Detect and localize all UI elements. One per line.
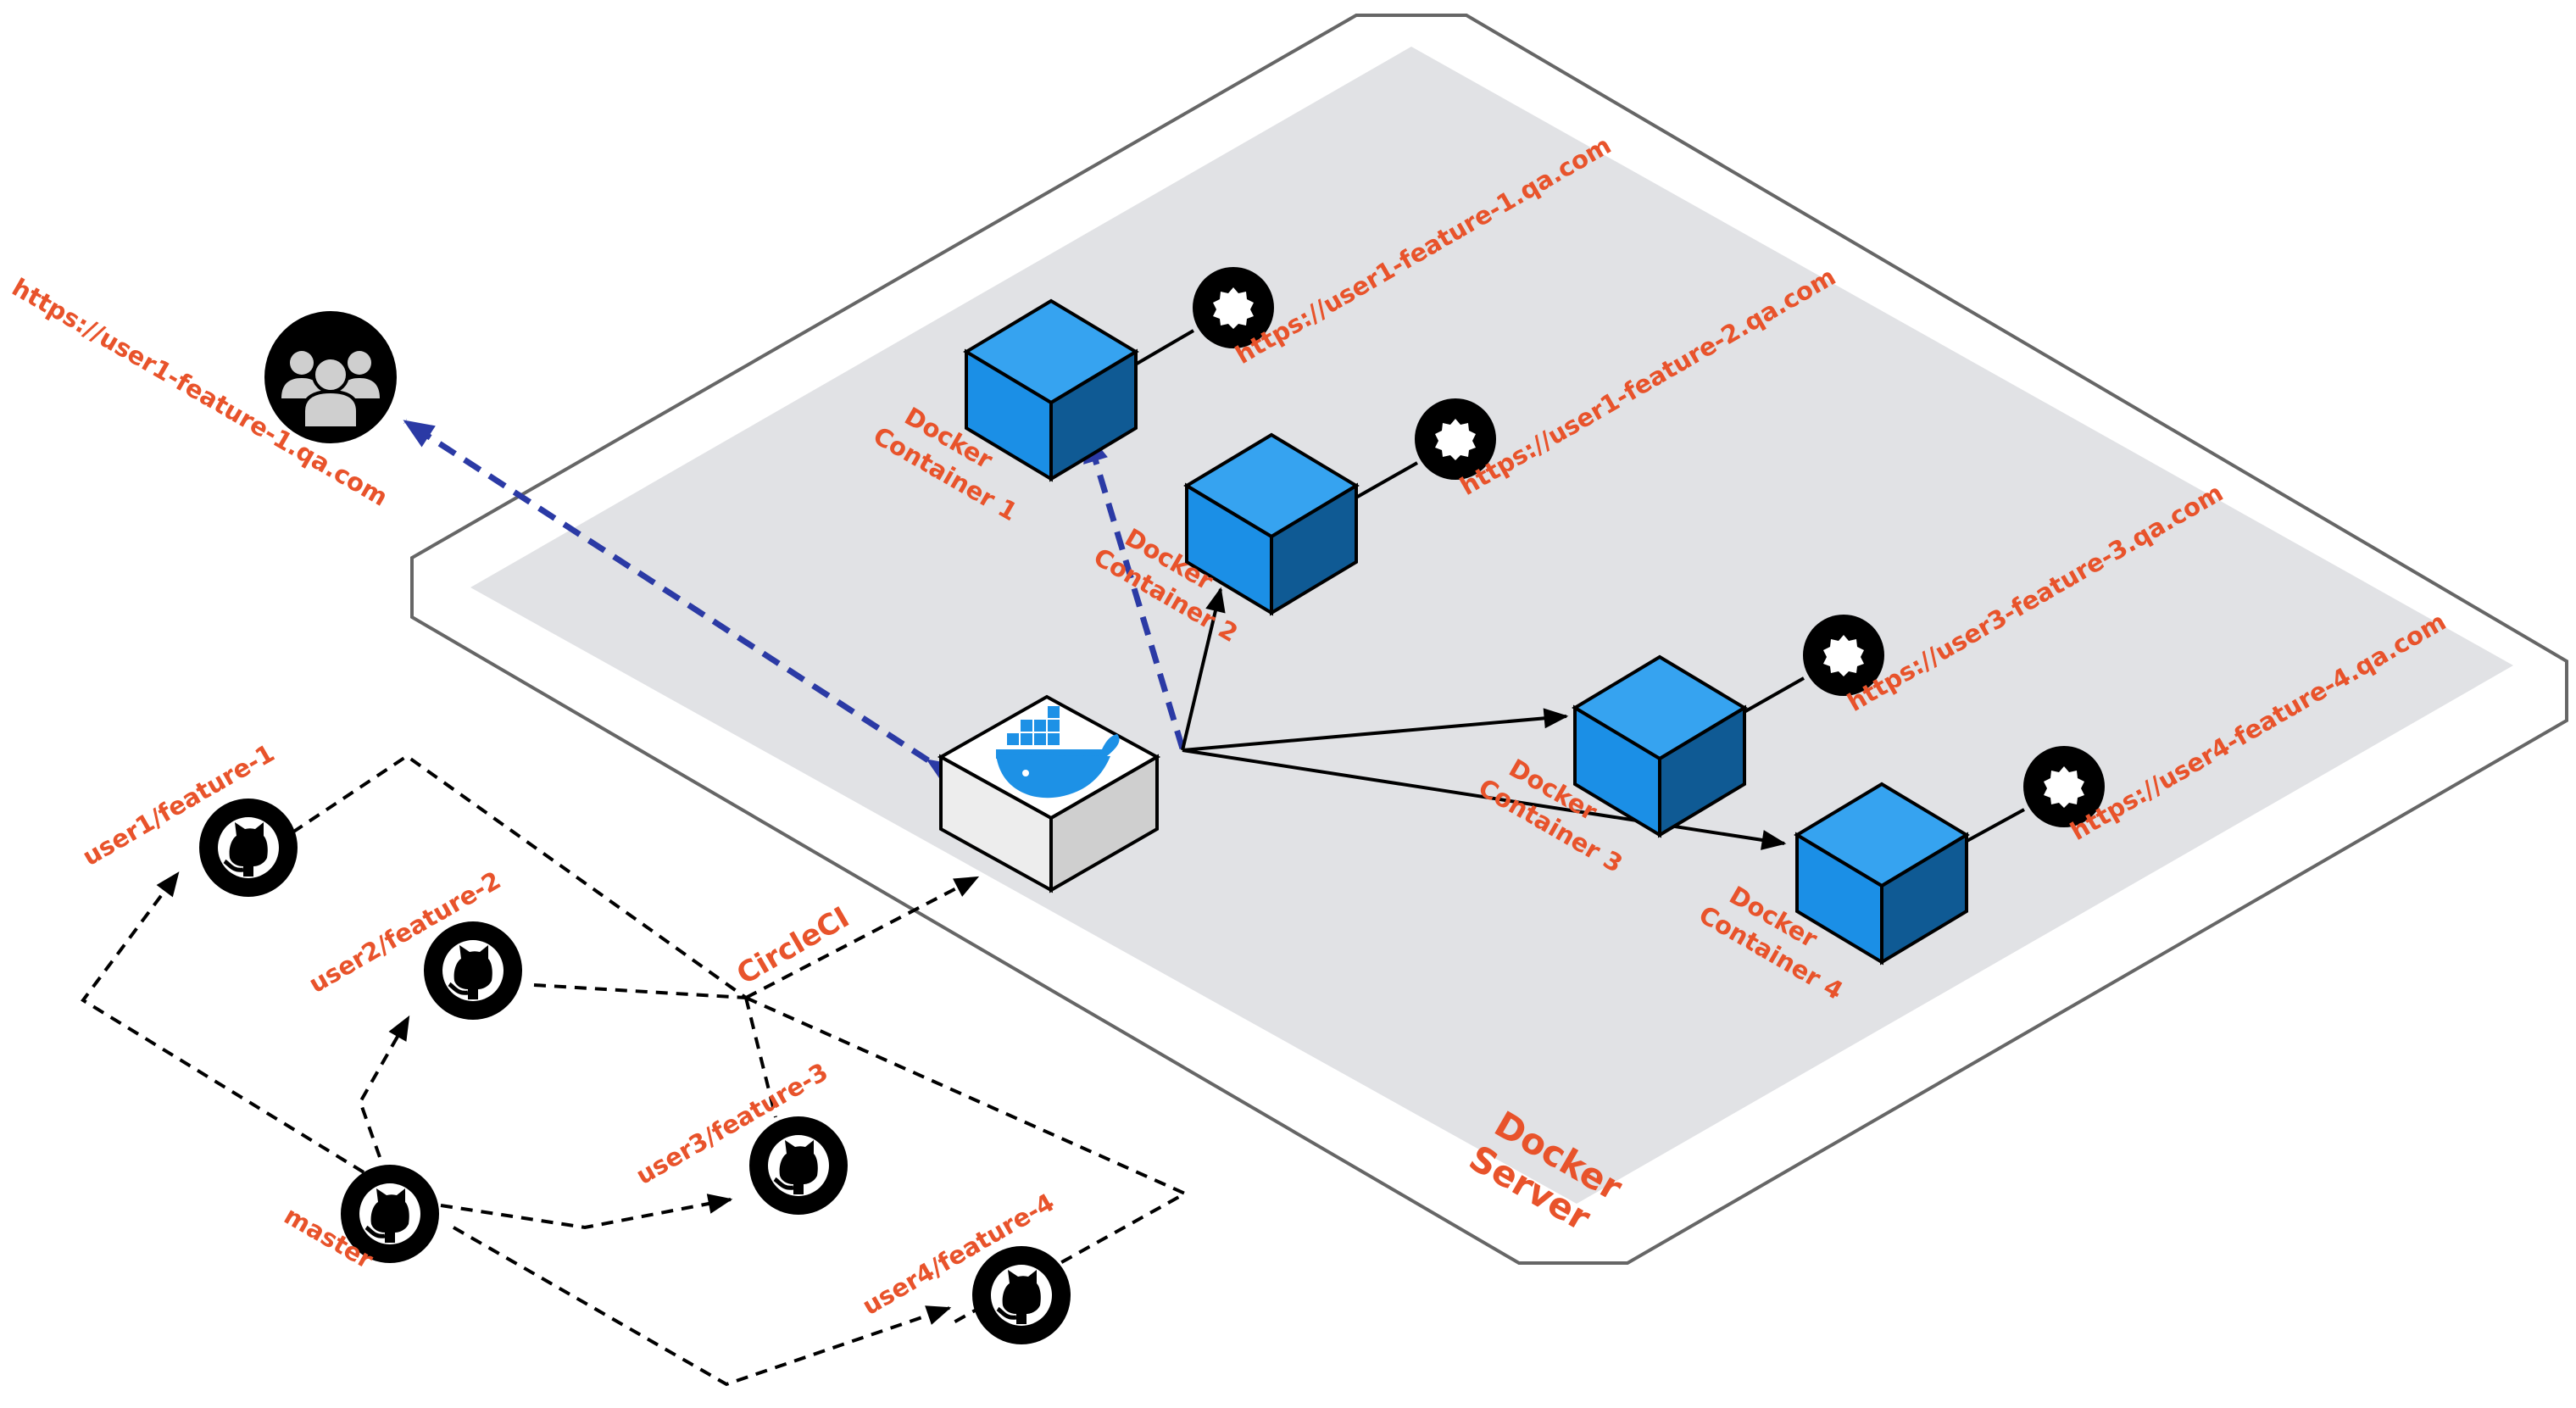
circleci-label: CircleCI: [732, 900, 855, 992]
github-icon[interactable]: [424, 921, 522, 1020]
users-group-icon: [264, 311, 397, 443]
docker-whale-icon: [996, 706, 1120, 799]
docker-host-icon: [937, 694, 1161, 893]
github-icon[interactable]: [972, 1246, 1071, 1344]
github-icon[interactable]: [749, 1116, 848, 1215]
deploy-edges: [1181, 587, 1787, 850]
server-platform: [470, 47, 2513, 1204]
request-flows: [403, 419, 1186, 787]
github-icon[interactable]: [199, 799, 298, 897]
ssl-connectors: [1131, 329, 2025, 845]
